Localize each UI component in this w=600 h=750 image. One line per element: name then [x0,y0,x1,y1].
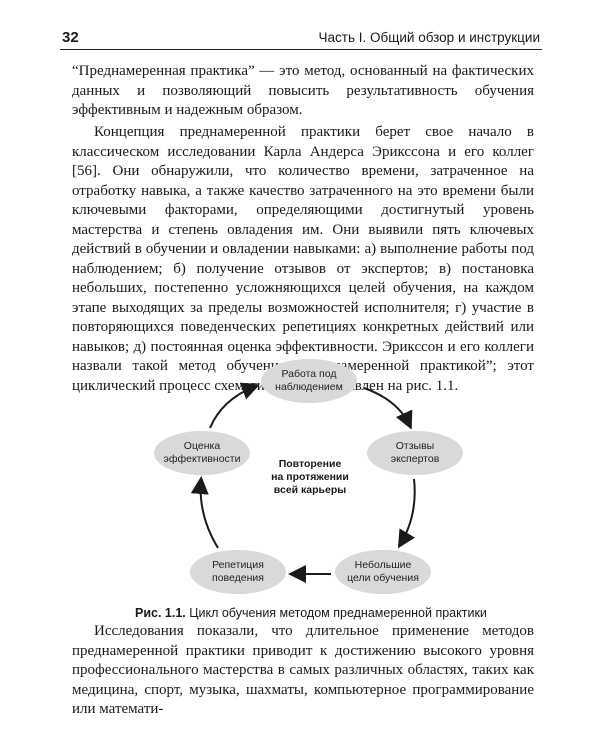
node-performance-assessment: Оценка эффективности [154,431,250,475]
page-header: 32 Часть I. Общий обзор и инструкции [60,27,542,50]
paragraph-1: “Преднамеренная практика” — это метод, о… [72,62,534,121]
paragraph-3-text: Исследования показали, что длительное пр… [72,623,534,717]
page-number: 32 [62,29,79,46]
node-supervised-work: Работа под наблюдением [261,359,357,403]
paragraph-1-text: “Преднамеренная практика” — это метод, о… [72,63,534,118]
diagram-center-label: Повторение на протяжении всей карьеры [271,458,349,496]
paragraph-2: Концепция преднамеренной практики берет … [72,123,534,396]
paragraph-3: Исследования показали, что длительное пр… [72,622,534,720]
running-head: Часть I. Общий обзор и инструкции [318,30,540,45]
figure-caption-text: Цикл обучения методом преднамеренной пра… [185,606,487,620]
node-small-goals: Небольшие цели обучения [335,550,431,594]
figure-caption: Рис. 1.1. Цикл обучения методом преднаме… [135,606,495,620]
cycle-arrow-4 [190,476,219,549]
node-expert-feedback: Отзывы экспертов [367,431,463,475]
node-behavior-rehearsal: Репетиция поведения [190,550,286,594]
paragraph-2-text: Концепция преднамеренной практики берет … [72,124,534,394]
figure-caption-label: Рис. 1.1. [135,606,186,620]
cycle-arrow-2 [397,478,416,549]
